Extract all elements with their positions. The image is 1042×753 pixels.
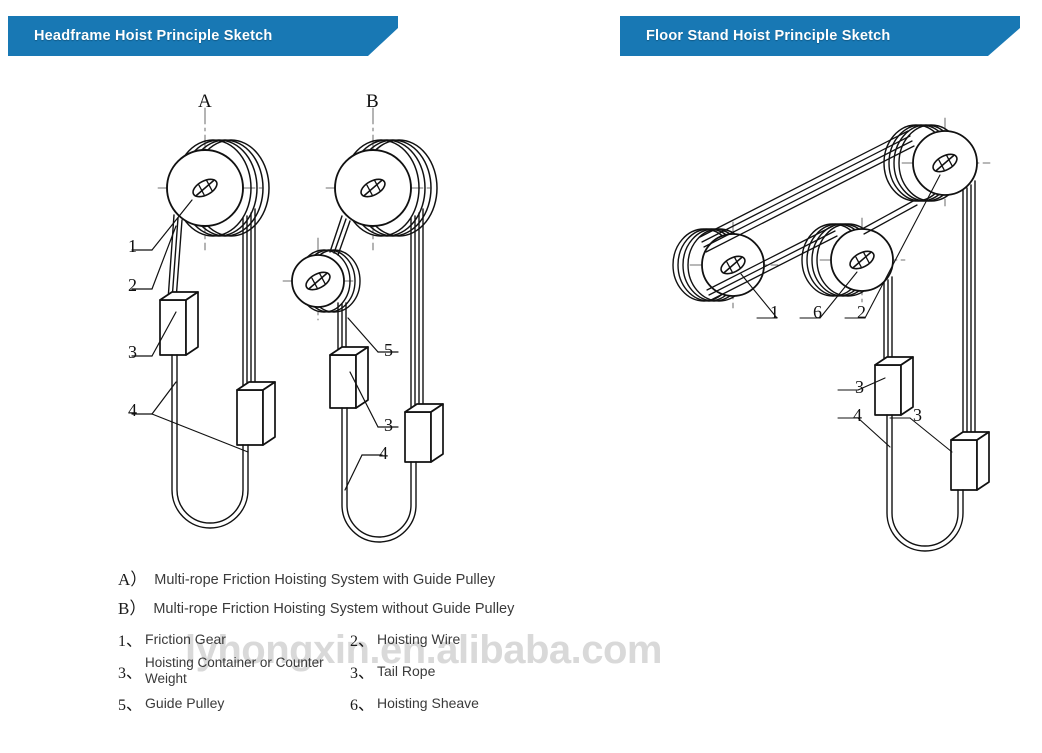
- callout-a-1: 1: [128, 236, 137, 256]
- diagram-b: [282, 107, 444, 543]
- legend-variant-b: B） Multi-rope Friction Hoisting System w…: [118, 599, 738, 619]
- legend-item-4: 3、 Tail Rope: [350, 655, 582, 687]
- legend-item-row: 1、 Friction Gear 2、 Hoisting Wire: [118, 627, 738, 651]
- legend-item-1-text: Friction Gear: [145, 630, 226, 647]
- callout-fs-6: 6: [813, 302, 822, 322]
- legend-item-4-text: Tail Rope: [377, 662, 436, 679]
- legend-variant-a-key: A）: [118, 570, 148, 589]
- legend-item-3: 3、 Hoisting Container or Counter Weight: [118, 655, 350, 687]
- callout-fs-2: 2: [857, 302, 866, 322]
- banner-shape-right: [620, 16, 1020, 56]
- legend-item-row: 5、 Guide Pulley 6、 Hoisting Sheave: [118, 691, 738, 715]
- legend-item-1-num: 1、: [118, 633, 143, 651]
- callout-a-2: 2: [128, 275, 137, 295]
- callout-fs-1: 1: [770, 302, 779, 322]
- callout-b-3: 3: [384, 415, 393, 435]
- banner-floorstand: Floor Stand Hoist Principle Sketch: [620, 16, 1030, 56]
- legend-variant-a: A） Multi-rope Friction Hoisting System w…: [118, 570, 738, 590]
- legend-item-6: 6、 Hoisting Sheave: [350, 691, 582, 715]
- diagram-a: [131, 107, 276, 529]
- legend-item-2-num: 2、: [350, 633, 375, 651]
- legend-variant-b-text: Multi-rope Friction Hoisting System with…: [153, 600, 515, 617]
- legend-item-6-text: Hoisting Sheave: [377, 694, 479, 711]
- legend-item-3-text: Hoisting Container or Counter Weight: [145, 655, 324, 687]
- callout-fs-3b: 3: [913, 405, 922, 425]
- callout-a-4: 4: [128, 400, 137, 420]
- legend-item-3-num: 3、: [118, 665, 143, 683]
- legend-item-2-text: Hoisting Wire: [377, 630, 461, 647]
- legend-item-6-num: 6、: [350, 696, 375, 714]
- view-label-a: A: [198, 91, 212, 112]
- callout-fs-4: 4: [853, 405, 862, 425]
- banner-shape-left: [8, 16, 398, 56]
- legend: A） Multi-rope Friction Hoisting System w…: [118, 570, 738, 719]
- banner-headframe: Headframe Hoist Principle Sketch: [8, 16, 408, 56]
- legend-variant-a-text: Multi-rope Friction Hoisting System with…: [154, 572, 496, 588]
- legend-item-4-num: 3、: [350, 665, 375, 683]
- legend-variant-b-key: B）: [118, 598, 147, 618]
- diagram-floor-stand: [672, 117, 991, 552]
- legend-item-5-num: 5、: [118, 696, 143, 714]
- legend-item-row: 3、 Hoisting Container or Counter Weight …: [118, 655, 738, 687]
- view-label-b: B: [366, 91, 379, 112]
- banner-title-right: Floor Stand Hoist Principle Sketch: [646, 28, 891, 44]
- legend-item-5-text: Guide Pulley: [145, 694, 225, 711]
- legend-item-2: 2、 Hoisting Wire: [350, 627, 582, 651]
- callout-b-5: 5: [384, 340, 393, 360]
- callout-b-4: 4: [379, 443, 388, 463]
- legend-item-5: 5、 Guide Pulley: [118, 691, 350, 715]
- banner-title-left: Headframe Hoist Principle Sketch: [34, 28, 273, 44]
- callout-fs-3a: 3: [855, 377, 864, 397]
- legend-item-1: 1、 Friction Gear: [118, 627, 350, 651]
- callout-a-3: 3: [128, 342, 137, 362]
